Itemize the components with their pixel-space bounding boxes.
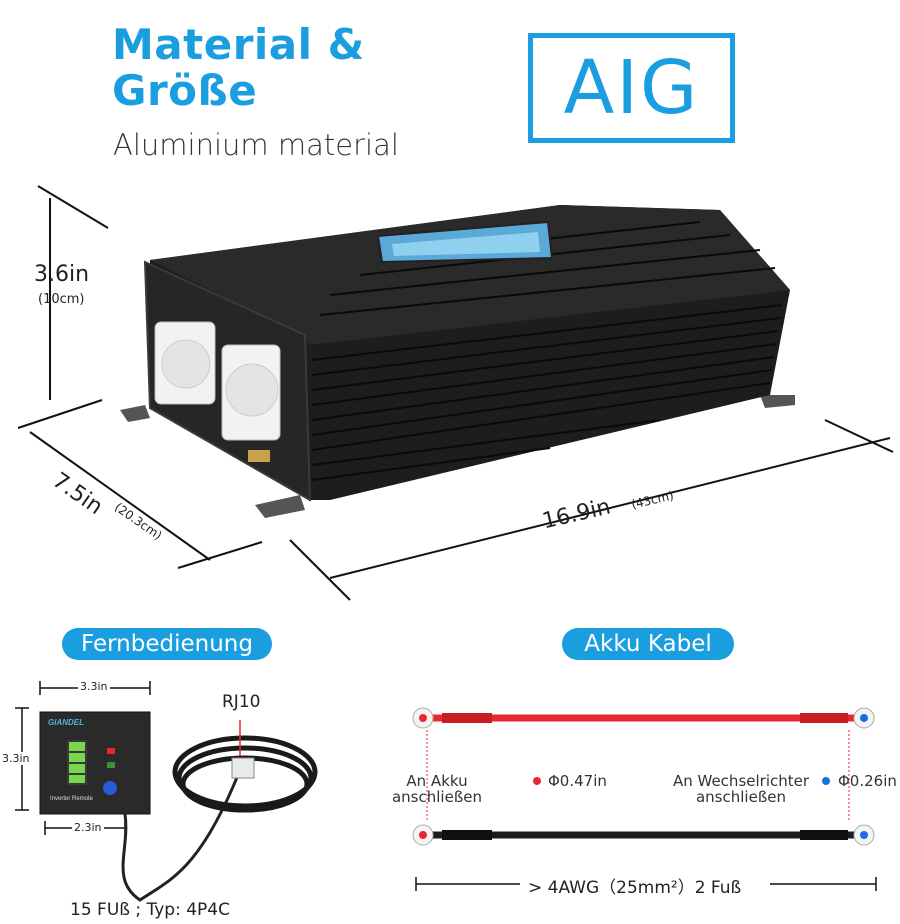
page-title: Material & Größe bbox=[112, 22, 365, 114]
left-diameter: Φ0.47in bbox=[548, 772, 607, 790]
left-terminal-label: An Akku anschließen bbox=[382, 773, 492, 805]
cable-spec: > 4AWG（25mm²）2 Fuß bbox=[528, 878, 742, 898]
remote-width-bottom: 2.3in bbox=[72, 821, 104, 834]
ac-sockets bbox=[154, 321, 281, 462]
remote-width-top: 3.3in bbox=[78, 680, 110, 693]
right-terminal-label: An Wechselrichter anschließen bbox=[656, 773, 826, 805]
inverter-body bbox=[120, 205, 795, 518]
remote-illustration bbox=[15, 681, 318, 902]
battery-cables bbox=[412, 707, 877, 891]
rj10-label: RJ10 bbox=[222, 692, 261, 712]
right-label-line-2: anschließen bbox=[695, 788, 786, 806]
title-line-1: Material & bbox=[112, 20, 365, 69]
right-label-line-1: An Wechselrichter bbox=[672, 772, 810, 790]
dimension-lines bbox=[17, 185, 894, 601]
logo-text: AIG bbox=[563, 45, 700, 131]
title-line-2: Größe bbox=[112, 66, 258, 115]
remote-height-side: 3.3in bbox=[2, 752, 30, 765]
height-label: 3.6in bbox=[34, 262, 90, 287]
remote-cable-spec: 15 FUß ; Typ: 4P4C bbox=[70, 900, 230, 920]
right-diameter: Φ0.26in bbox=[838, 772, 897, 790]
left-label-line-1: An Akku bbox=[406, 772, 468, 790]
height-cm-label: (10cm) bbox=[38, 292, 85, 307]
remote-heading: Fernbedienung bbox=[62, 628, 272, 660]
cable-heading: Akku Kabel bbox=[562, 628, 734, 660]
brand-logo: AIG bbox=[528, 33, 735, 143]
remote-panel-label: Inverter Remote bbox=[50, 796, 94, 802]
subtitle: Aluminium material bbox=[113, 128, 399, 162]
remote-brand: GIANDEL bbox=[48, 718, 84, 727]
left-label-line-2: anschließen bbox=[391, 788, 482, 806]
